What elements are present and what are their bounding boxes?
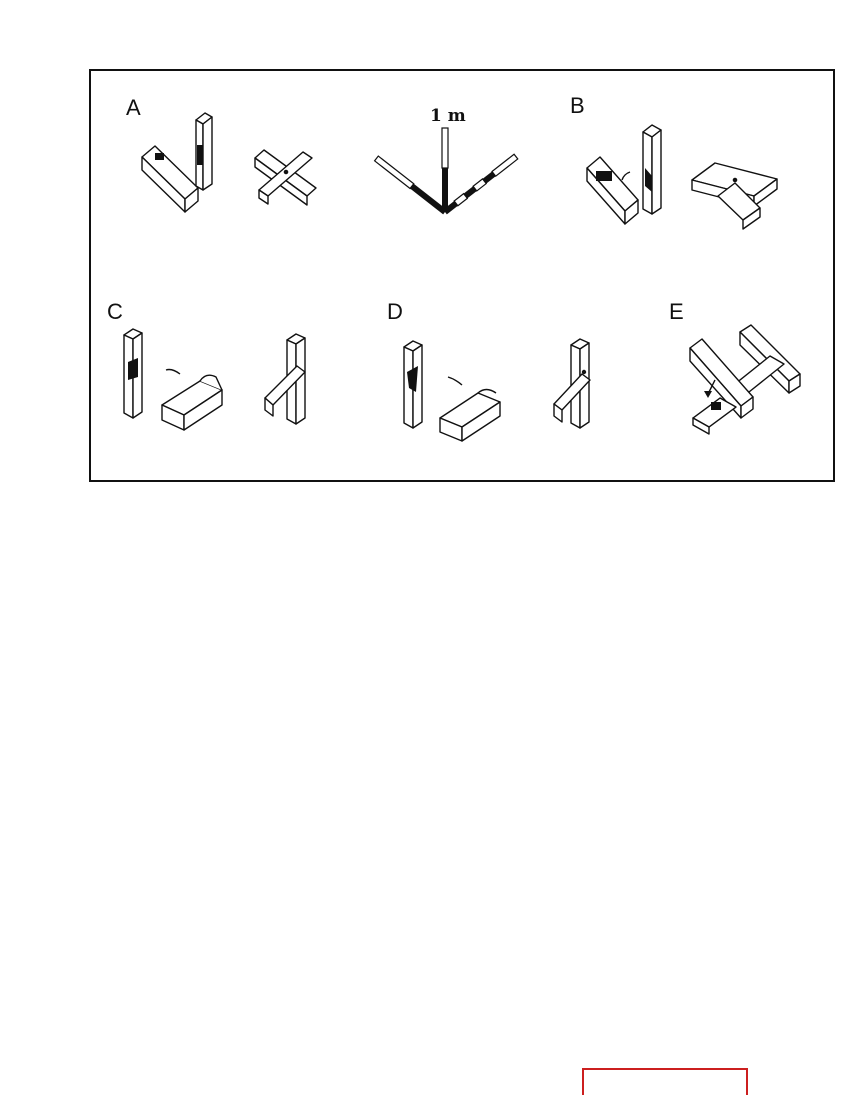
panel-b-joint-parts <box>586 124 662 225</box>
scale-bar: 1 m <box>373 106 519 215</box>
panel-label-a: A <box>126 95 141 120</box>
panel-label-c: C <box>107 299 123 324</box>
panel-label-d: D <box>387 299 403 324</box>
stamp-box <box>582 1068 748 1095</box>
panel-c-joint-parts <box>123 328 223 431</box>
panel-label-b: B <box>570 93 585 118</box>
panel-e-joint-assembly <box>689 324 801 435</box>
panel-d-joint-parts <box>403 340 501 442</box>
panel-label-e: E <box>669 299 684 324</box>
panel-d-joint-assembled <box>553 338 591 429</box>
panel-a-joint-assembled <box>254 149 317 206</box>
panel-c-joint-assembled <box>264 333 306 425</box>
scale-bar-label: 1 m <box>430 106 466 126</box>
panel-a-joint-parts <box>141 112 213 213</box>
panel-b-joint-assembled <box>691 162 778 230</box>
